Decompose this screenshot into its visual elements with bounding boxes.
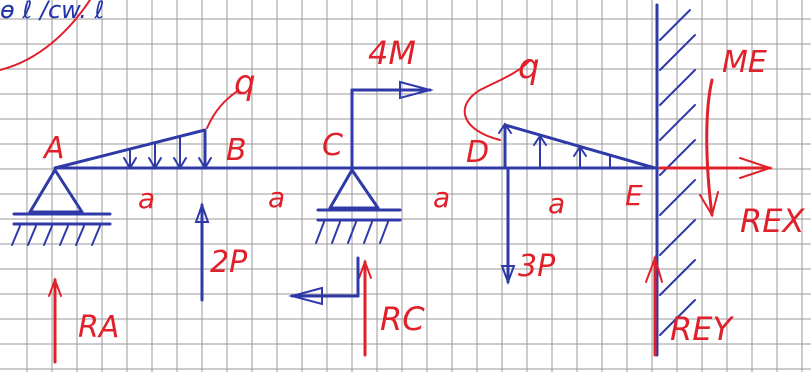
point-a-label: A	[42, 131, 65, 166]
point-e-label: E	[625, 179, 643, 212]
q-left-label: q	[234, 63, 256, 103]
q-right-pointer	[463, 59, 531, 141]
reaction-rc-label: RC	[380, 300, 425, 338]
q-right-label: q	[518, 47, 540, 87]
reaction-rey-arrow-icon	[645, 254, 663, 357]
span-cd-label: a	[433, 181, 450, 214]
reaction-rey-label: REY	[670, 310, 734, 348]
span-ab-label: a	[138, 182, 155, 215]
reaction-rc-arrow-icon	[288, 256, 372, 357]
force-3p-arrow-icon	[500, 168, 516, 285]
pin-support-icon	[11, 168, 112, 246]
reaction-me-label: ME	[722, 45, 767, 80]
distributed-load-right	[498, 122, 657, 170]
span-de-label: a	[548, 187, 565, 220]
q-left-pointer	[206, 91, 237, 129]
moment-arrow-icon	[350, 80, 434, 170]
fixed-wall-icon	[655, 3, 696, 357]
point-d-label: D	[466, 135, 489, 170]
reaction-ra-label: RA	[78, 310, 119, 345]
reaction-me-arrow-icon	[699, 78, 719, 218]
roller-support-icon	[315, 168, 402, 244]
top-note-curve	[0, 0, 91, 71]
point-c-label: C	[322, 128, 343, 163]
reaction-ra-arrow-icon	[48, 277, 62, 364]
moment-4m-label: 4M	[368, 34, 416, 72]
span-bc-label: a	[268, 181, 285, 214]
force-2p-label: 2P	[210, 245, 248, 280]
force-3p-label: 3P	[518, 249, 556, 284]
force-2p-arrow-icon	[194, 201, 210, 302]
reaction-rex-arrow-icon	[658, 157, 774, 179]
point-b-label: B	[226, 133, 247, 168]
distributed-load-left	[53, 128, 212, 170]
reaction-rex-label: REX	[740, 202, 805, 240]
